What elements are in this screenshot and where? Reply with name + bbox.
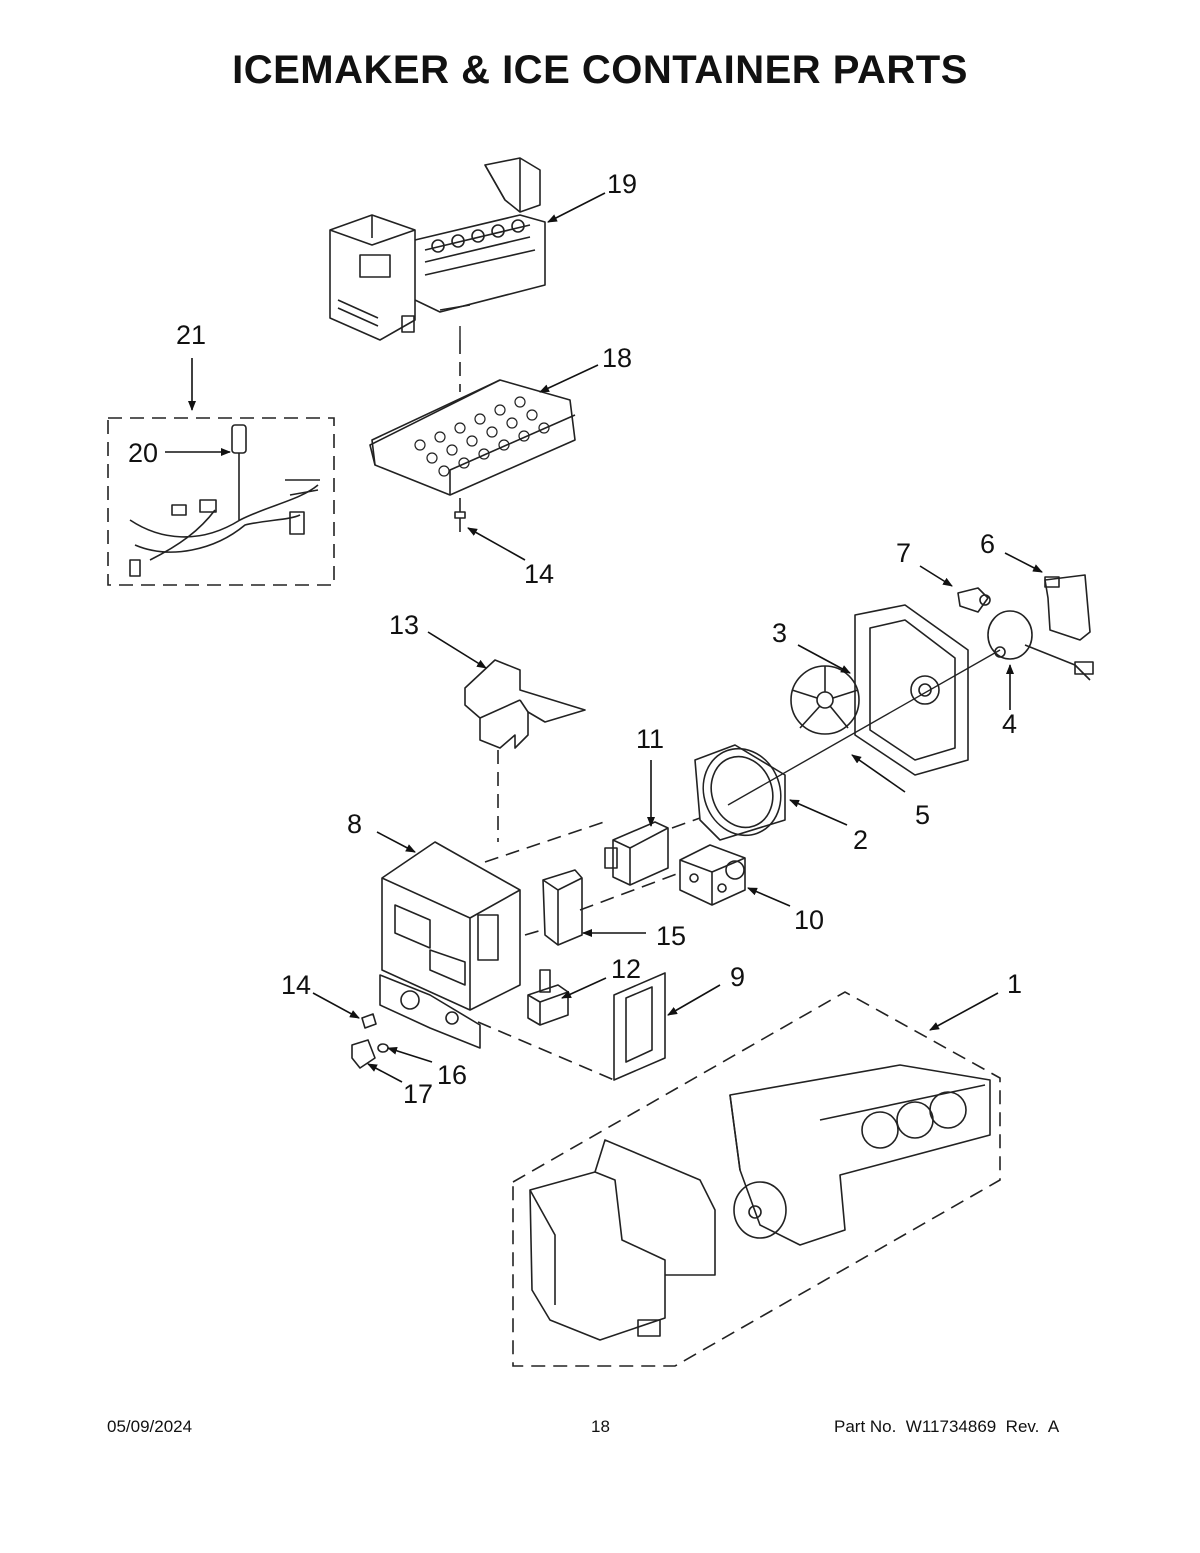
callout-14-top: 14	[524, 559, 555, 589]
callout-13: 13	[389, 610, 420, 640]
fan-shroud	[694, 744, 786, 841]
arrow-6	[1004, 552, 1043, 573]
callout-8: 8	[347, 809, 363, 839]
arrow-13	[427, 631, 487, 669]
arrow-14-left	[312, 992, 360, 1019]
callout-2: 2	[853, 825, 869, 855]
arrow-5	[851, 754, 906, 793]
fan-blade	[790, 665, 860, 735]
callout-16: 16	[437, 1060, 468, 1090]
fan-housing	[854, 604, 969, 776]
callout-14-left: 14	[281, 970, 312, 1000]
auger-motor	[679, 844, 746, 906]
ice-duct	[464, 659, 586, 749]
arrow-14-top	[467, 527, 526, 561]
arrow-7	[919, 565, 953, 587]
callout-7: 7	[896, 538, 912, 568]
fan-motor	[987, 610, 1094, 681]
callout-3: 3	[772, 618, 788, 648]
dash-11-2	[671, 817, 701, 829]
arrow-2	[789, 799, 848, 826]
callout-11: 11	[636, 724, 665, 754]
callout-21: 21	[176, 320, 207, 350]
dispenser-housing	[379, 841, 521, 1049]
box-ice-container	[512, 991, 1001, 1367]
callout-9: 9	[730, 962, 746, 992]
dash-8-11	[484, 819, 611, 863]
wire-harness	[129, 424, 320, 577]
icemaker-assembly	[329, 157, 546, 341]
arrow-12	[561, 977, 607, 999]
washer	[377, 1043, 389, 1053]
callout-17: 17	[403, 1079, 434, 1109]
arrow-17	[367, 1063, 403, 1083]
screw-left	[361, 1013, 377, 1029]
page-title: ICEMAKER & ICE CONTAINER PARTS	[232, 48, 968, 92]
screw-top	[454, 511, 466, 532]
footer-page-number: 18	[591, 1417, 610, 1436]
bracket	[542, 869, 583, 946]
axis-fan	[727, 649, 1001, 806]
cover-plate	[613, 972, 666, 1081]
arrow-8	[376, 831, 416, 853]
callout-15: 15	[656, 921, 687, 951]
callout-18: 18	[602, 343, 633, 373]
dash-8-15	[524, 929, 543, 936]
callout-4: 4	[1002, 709, 1018, 739]
callout-20: 20	[128, 438, 159, 468]
callout-19: 19	[607, 169, 638, 199]
solenoid	[527, 969, 569, 1026]
callout-1: 1	[1007, 969, 1023, 999]
ice-container	[529, 1064, 991, 1341]
arrow-18	[539, 364, 599, 393]
callout-5: 5	[915, 800, 931, 830]
clip-nut	[351, 1039, 376, 1069]
footer-date: 05/09/2024	[107, 1417, 193, 1436]
callout-12: 12	[611, 954, 642, 984]
callout-10: 10	[794, 905, 825, 935]
callout-6: 6	[980, 529, 996, 559]
arrow-1	[929, 992, 999, 1031]
footer-part-number: Part No. W11734869 Rev. A	[834, 1417, 1060, 1436]
arrow-3	[797, 644, 851, 674]
mounting-clip	[957, 587, 991, 613]
control-module	[604, 821, 669, 886]
motor-bracket	[1044, 574, 1091, 641]
ice-mold	[369, 379, 576, 496]
dash-8-9	[477, 1021, 615, 1081]
arrow-10	[747, 887, 791, 907]
arrow-9	[667, 984, 721, 1016]
dash-15-10	[579, 871, 683, 911]
arrow-19	[547, 192, 606, 223]
arrow-16	[387, 1046, 433, 1063]
